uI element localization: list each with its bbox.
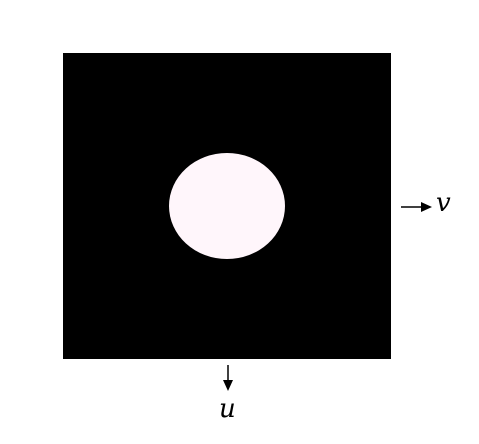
- u-arrowhead: [223, 380, 233, 391]
- u-axis-label: u: [219, 394, 236, 424]
- v-axis-arrow: [401, 202, 432, 212]
- v-axis-label: v: [436, 188, 451, 218]
- v-arrowhead: [421, 202, 432, 212]
- u-axis-arrow: [223, 365, 233, 391]
- white-disk: [169, 153, 285, 259]
